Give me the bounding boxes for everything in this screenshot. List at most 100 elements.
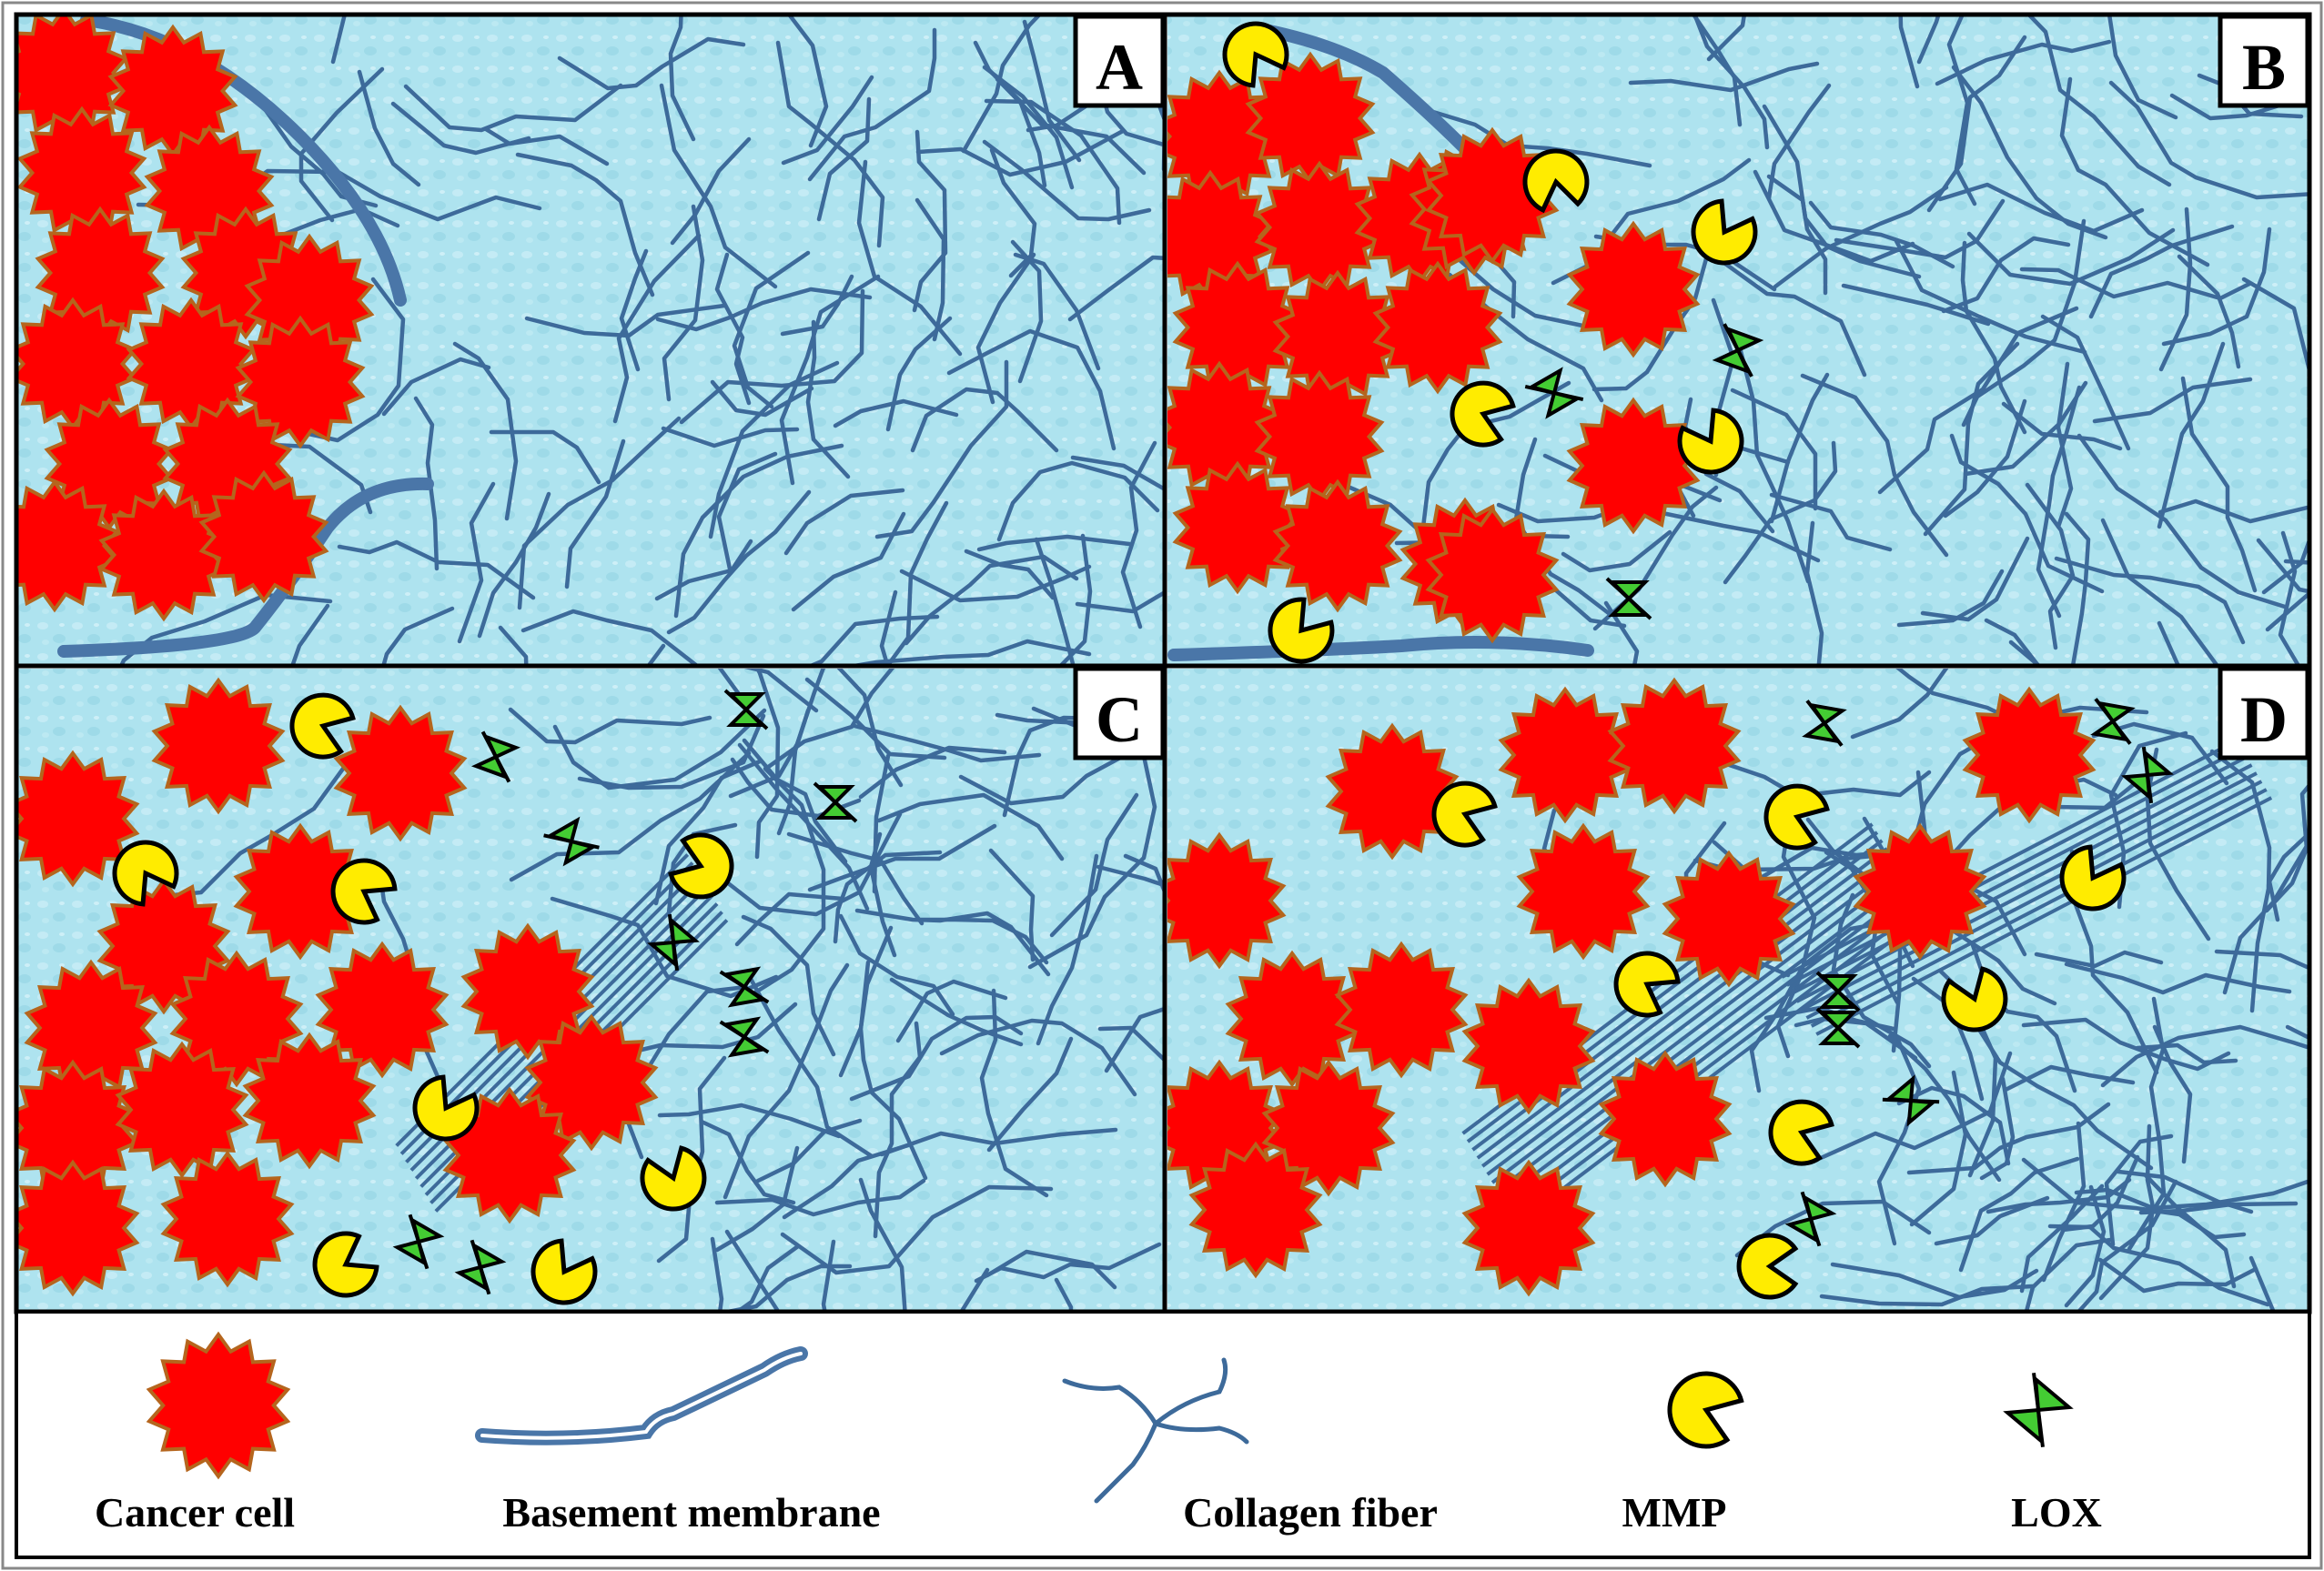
cancer-cell — [1607, 677, 1742, 815]
lox-hourglass-icon — [1815, 1007, 1861, 1049]
collagen-fiber — [1800, 373, 1949, 558]
collagen-fiber — [2107, 16, 2178, 120]
legend-box — [15, 1310, 2311, 1559]
cancer-cell — [1461, 977, 1596, 1115]
collagen-fiber — [973, 40, 1047, 188]
aligned-collagen-fiber — [1795, 763, 2253, 1003]
collagen-fiber — [515, 152, 655, 297]
collagen-fiber — [958, 749, 1135, 806]
collagen-fiber — [960, 1267, 990, 1310]
collagen-fiber — [1591, 243, 1713, 392]
collagen-fiber — [2001, 401, 2123, 451]
collagen-fiber — [381, 606, 455, 664]
collagen-fiber — [699, 1119, 796, 1205]
collagen-fiber — [2059, 76, 2210, 267]
collagen-fiber — [1753, 169, 1915, 264]
collagen-fiber — [2041, 1121, 2087, 1283]
collagen-fiber — [779, 274, 881, 486]
mmp-pacman-icon — [1941, 966, 2008, 1032]
legend-label-basement-membrane: Basement membrane — [502, 1489, 880, 1536]
collagen-fiber — [833, 850, 943, 944]
collagen-fiber — [657, 1103, 842, 1139]
collagen-fiber — [885, 500, 949, 664]
collagen-fiber — [742, 738, 848, 864]
cancer-cell — [1566, 220, 1701, 358]
collagen-fiber — [744, 669, 819, 713]
collagen-fiber — [1706, 16, 1746, 62]
collagen-fiber — [2248, 1255, 2276, 1310]
collagen-fiber — [728, 669, 825, 799]
collagen-fiber — [2019, 267, 2252, 301]
collagen-fiber — [714, 1145, 800, 1253]
collagen-fiber — [737, 742, 870, 911]
collagen-fiber — [1906, 1102, 2111, 1175]
cancer-cell — [460, 922, 595, 1061]
basement-membrane — [57, 477, 434, 658]
collagen-fiber — [1766, 174, 1828, 296]
collagen-fiber — [1960, 240, 2027, 435]
collagen-fiber — [982, 65, 1075, 190]
collagen-fiber — [2180, 376, 2258, 593]
collagen-fiber — [1561, 529, 1672, 573]
panel-b — [1167, 16, 2308, 664]
cancer-cell — [1167, 831, 1287, 970]
collagen-fiber — [2222, 843, 2308, 995]
lox-hourglass-icon — [470, 730, 521, 783]
collagen-fiber — [1420, 380, 1571, 538]
svg-text:C: C — [1096, 683, 1143, 756]
collagen-fiber — [1736, 341, 1811, 584]
lox-hourglass-icon — [1882, 1074, 1940, 1127]
collagen-fiber — [732, 250, 811, 409]
collagen-fiber — [1013, 252, 1101, 371]
collagen-fiber — [670, 136, 752, 246]
collagen-fiber — [714, 252, 752, 406]
svg-text:A: A — [1096, 31, 1143, 104]
collagen-fiber — [457, 481, 496, 644]
collagen-fiber — [1934, 1195, 2050, 1246]
collagen-fiber — [879, 1127, 1118, 1157]
collagen-fiber — [1896, 569, 2005, 628]
cancer-cell — [235, 315, 366, 449]
cancer-cell — [198, 469, 329, 604]
collagen-fiber — [1951, 65, 2108, 240]
cancer-cell — [1225, 950, 1359, 1088]
cancer-cell — [18, 1159, 140, 1297]
svg-text:B: B — [2242, 31, 2286, 104]
aligned-collagen-fiber — [1486, 863, 1898, 1176]
collagen-fiber — [889, 977, 1024, 1047]
collagen-fiber — [654, 539, 753, 601]
collagen-fiber — [1974, 1022, 2154, 1171]
legend-mmp-icon — [1667, 1371, 1744, 1449]
collagen-fiber — [1022, 19, 1082, 163]
lox-hourglass-icon — [647, 913, 700, 972]
collagen-fiber — [2097, 1257, 2258, 1294]
collagen-fiber — [2021, 1017, 2231, 1072]
aligned-collagen-fiber — [1511, 904, 1923, 1217]
aligned-collagen-fiber — [1781, 739, 2238, 979]
collagen-fiber — [1773, 185, 1949, 289]
mmp-pacman-icon — [330, 858, 398, 925]
collagen-fiber — [710, 1236, 724, 1310]
panel-d — [1167, 669, 2308, 1310]
collagen-fiber — [710, 379, 814, 418]
collagen-fiber — [290, 603, 330, 664]
cancer-cell — [151, 677, 286, 815]
collagen-fiber — [1123, 853, 1163, 893]
aligned-collagen-fiber — [1785, 747, 2243, 987]
collagen-fiber — [577, 713, 766, 791]
collagen-fiber — [2021, 1157, 2247, 1240]
collagen-fiber — [1628, 61, 1820, 93]
lox-hourglass-icon — [2121, 746, 2174, 804]
collagen-fiber — [477, 491, 551, 639]
collagen-fiber — [1894, 238, 2087, 355]
cancer-cell — [160, 1150, 295, 1288]
collagen-fiber — [2098, 1123, 2156, 1301]
collagen-fiber — [1034, 537, 1076, 664]
collagen-fiber — [2076, 433, 2288, 609]
collagen-fiber — [915, 128, 1126, 177]
collagen-fiber — [2092, 377, 2253, 424]
collagen-fiber — [748, 976, 874, 1159]
legend-label-cancer-cell: Cancer cell — [95, 1489, 295, 1536]
mmp-pacman-icon — [640, 1145, 707, 1212]
